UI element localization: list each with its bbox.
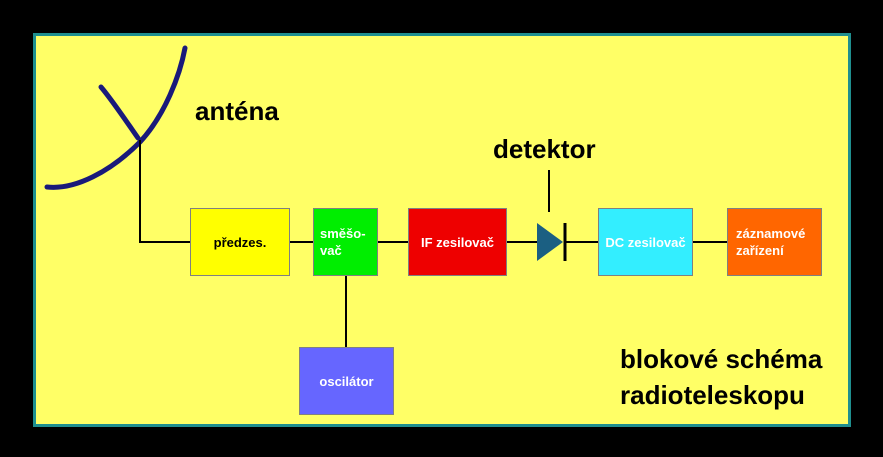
mixer-label-line-2: vač xyxy=(320,243,342,258)
recorder-block: záznamové zařízení xyxy=(727,208,822,276)
dc-amplifier-block: DC zesilovač xyxy=(598,208,693,276)
dc-amplifier-label: DC zesilovač xyxy=(605,234,686,250)
antenna-feed-icon xyxy=(98,84,141,141)
antenna-label: anténa xyxy=(195,96,279,126)
caption-line-1: blokové schéma xyxy=(620,344,823,374)
mixer-block: směšo- vač xyxy=(313,208,378,276)
recorder-label-line-2: zařízení xyxy=(736,243,784,258)
detector-label: detektor xyxy=(493,134,596,164)
oscillator-label: oscilátor xyxy=(319,373,374,389)
signal-wires xyxy=(139,140,727,347)
antenna-wire xyxy=(139,140,190,243)
if-amplifier-label: IF zesilovač xyxy=(421,234,494,250)
diode-triangle-icon xyxy=(537,223,563,261)
if-amplifier-block: IF zesilovač xyxy=(408,208,507,276)
antenna-dish-icon xyxy=(44,45,188,190)
mixer-label-line-1: směšo- xyxy=(320,226,366,241)
recorder-label-line-1: záznamové xyxy=(736,226,806,241)
caption-line-2: radioteleskopu xyxy=(620,380,805,410)
preamp-label: předzes. xyxy=(213,234,267,250)
preamp-block: předzes. xyxy=(190,208,290,276)
oscillator-block: oscilátor xyxy=(299,347,394,415)
